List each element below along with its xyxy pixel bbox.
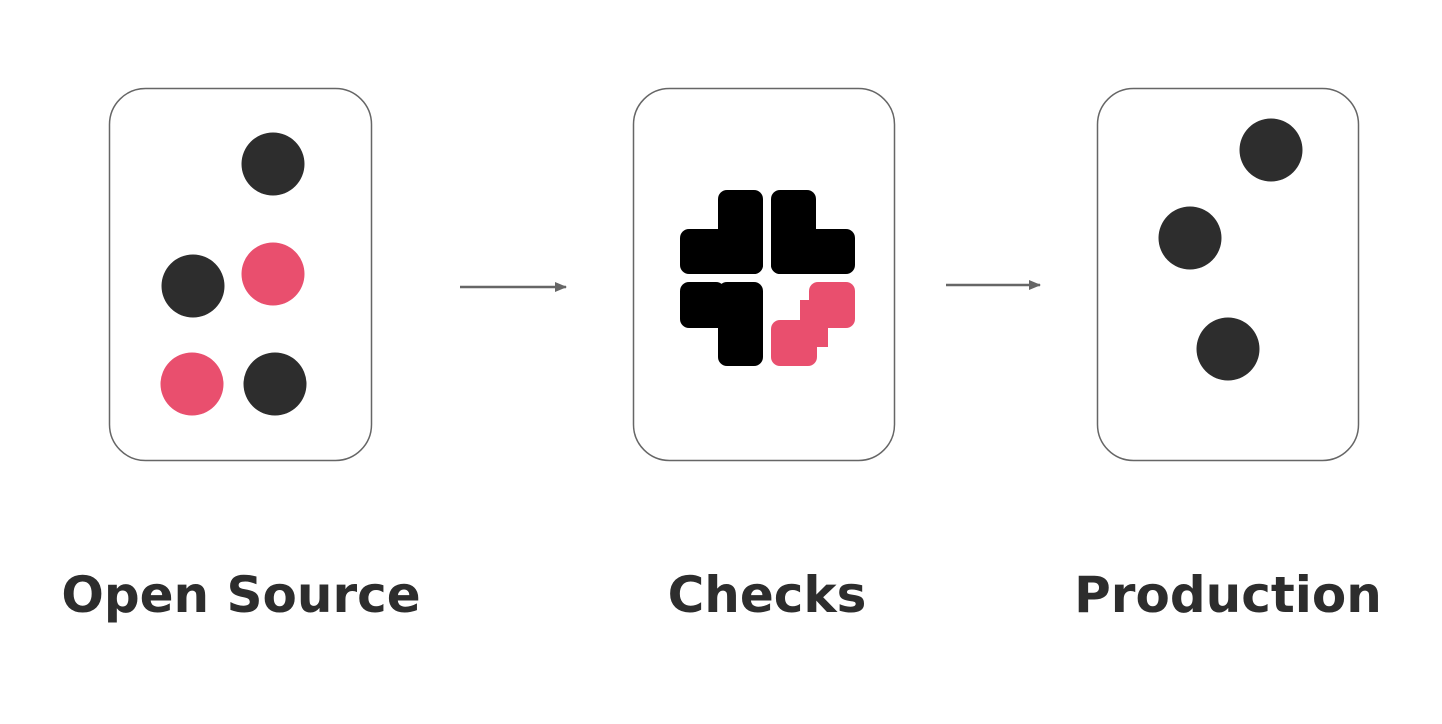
checks-card-frame [632,87,896,462]
open-source-card-frame [108,87,373,462]
checks-card [632,87,896,462]
dark-dot [1196,317,1260,381]
accent-dot [160,352,224,416]
stage-label-checks: Checks [667,566,867,624]
checks-logo-icon [680,190,855,366]
stage-label-open-source: Open Source [61,566,421,624]
dark-dot [1158,206,1222,270]
dark-dot [161,254,225,318]
open-source-card [108,87,373,462]
production-card-frame [1096,87,1360,462]
dark-dot [1239,118,1303,182]
dark-dot [241,132,305,196]
accent-dot [241,242,305,306]
dark-dot [243,352,307,416]
stage-label-production: Production [1074,566,1382,624]
production-card [1096,87,1360,462]
